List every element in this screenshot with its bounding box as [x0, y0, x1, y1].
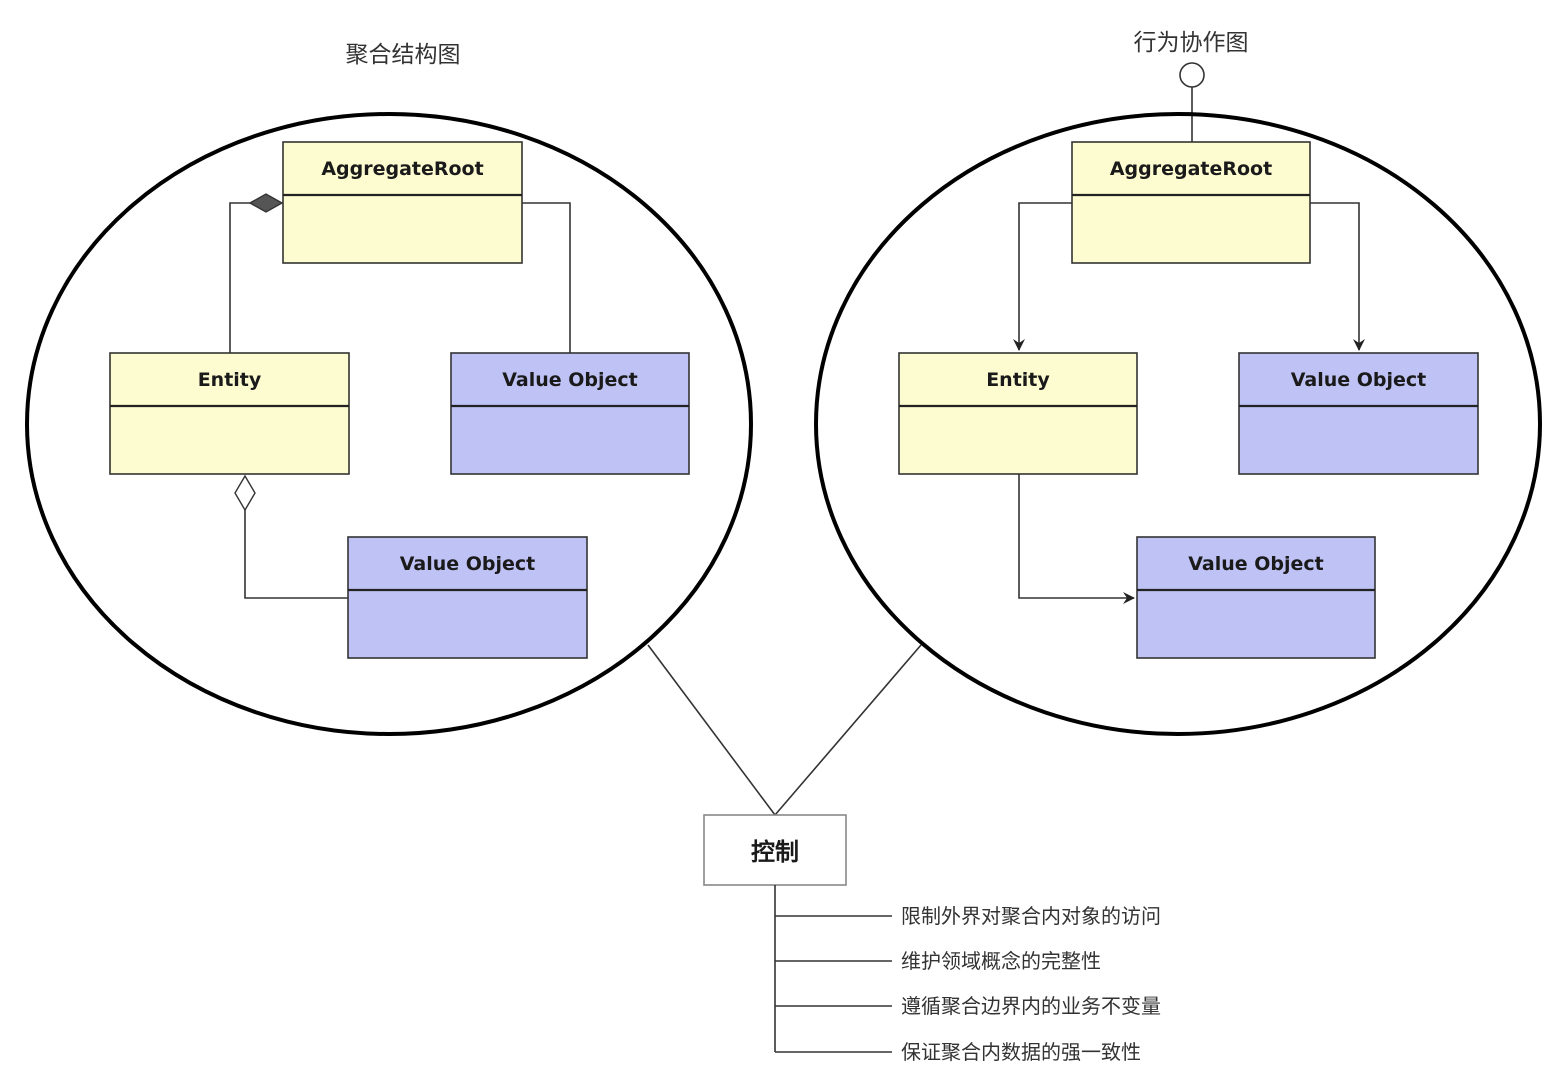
left-entity-class[interactable]: Entity — [109, 352, 350, 475]
root-to-entity-arrow — [1013, 202, 1072, 351]
aggregation-connector — [244, 510, 348, 599]
control-node[interactable]: 控制 — [703, 814, 847, 886]
aggregation-diamond-icon — [234, 474, 256, 512]
class-box — [450, 352, 690, 475]
class-name: Value Object — [502, 369, 638, 391]
class-box — [1071, 141, 1311, 264]
control-item-label: 维护领域概念的完整性 — [901, 949, 1101, 973]
class-box — [1136, 536, 1376, 659]
right-to-control-connector — [774, 644, 922, 816]
right-aggregate-root-class[interactable]: AggregateRoot — [1071, 141, 1311, 264]
class-name: AggregateRoot — [321, 158, 483, 180]
class-box — [898, 352, 1138, 475]
interface-lollipop-icon — [1179, 62, 1205, 88]
control-item-4: 保证聚合内数据的强一致性 — [775, 1040, 1141, 1064]
association-connector — [522, 202, 571, 353]
control-title: 控制 — [751, 838, 799, 866]
class-name: Entity — [198, 369, 262, 391]
right-aggregate-boundary — [814, 112, 1542, 736]
left-aggregate-boundary — [25, 112, 753, 736]
class-name: AggregateRoot — [1110, 158, 1272, 180]
left-value-object-class-1[interactable]: Value Object — [450, 352, 690, 475]
control-item-1: 限制外界对聚合内对象的访问 — [775, 904, 1161, 928]
class-box — [109, 352, 350, 475]
class-box — [1238, 352, 1479, 475]
composition-connector — [229, 202, 264, 353]
class-name: Entity — [986, 369, 1050, 391]
right-entity-class[interactable]: Entity — [898, 352, 1138, 475]
root-to-value-object-arrow — [1310, 202, 1365, 351]
class-box — [282, 141, 523, 264]
control-item-label: 保证聚合内数据的强一致性 — [901, 1040, 1141, 1064]
left-to-control-connector — [647, 644, 776, 816]
control-item-label: 限制外界对聚合内对象的访问 — [901, 904, 1161, 928]
left-value-object-class-2[interactable]: Value Object — [347, 536, 588, 659]
control-item-3: 遵循聚合边界内的业务不变量 — [775, 994, 1161, 1018]
left-diagram-title: 聚合结构图 — [346, 42, 461, 68]
class-box — [347, 536, 588, 659]
control-item-2: 维护领域概念的完整性 — [775, 949, 1101, 973]
class-name: Value Object — [400, 553, 536, 575]
entity-to-value-object-arrow — [1018, 474, 1135, 604]
right-diagram-title: 行为协作图 — [1134, 30, 1249, 56]
class-name: Value Object — [1291, 369, 1427, 391]
right-value-object-class-2[interactable]: Value Object — [1136, 536, 1376, 659]
right-value-object-class-1[interactable]: Value Object — [1238, 352, 1479, 475]
composition-diamond-icon — [248, 193, 284, 213]
class-name: Value Object — [1188, 553, 1324, 575]
left-aggregate-root-class[interactable]: AggregateRoot — [282, 141, 523, 264]
control-item-label: 遵循聚合边界内的业务不变量 — [901, 994, 1161, 1018]
